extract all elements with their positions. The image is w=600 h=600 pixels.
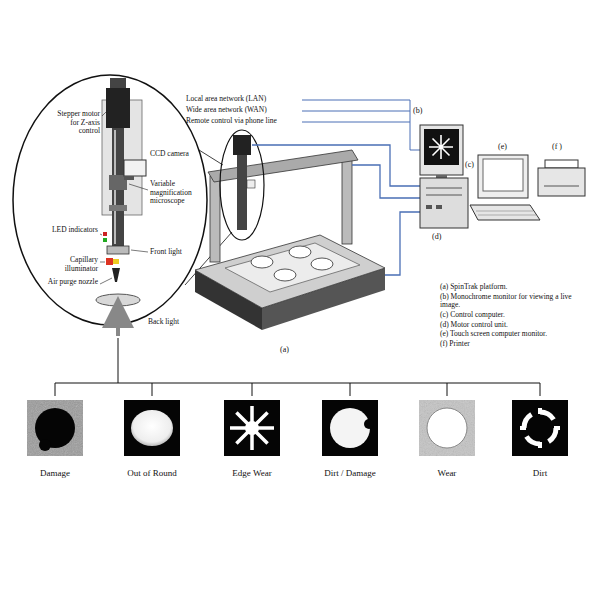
part-label: Capillary illuminator [40, 256, 98, 273]
key-item: (d) Motor control unit. [440, 321, 590, 330]
part-label: CCD camera [150, 150, 196, 159]
control-cables [252, 145, 420, 275]
callout-letter: (b) [413, 106, 429, 115]
part-label: Front light [150, 248, 196, 257]
defect-panel: Dirt / Damage [315, 398, 385, 480]
network-label: Remote control via phone line [186, 117, 304, 126]
defect-panel: Out of Round [117, 398, 187, 480]
key-item: (c) Control computer. [440, 311, 590, 320]
defect-panel: Wear [412, 398, 482, 480]
part-label: Back light [148, 318, 194, 327]
defect-caption: Wear [438, 468, 457, 478]
callout-letter: (e) [498, 142, 514, 151]
defect-panel: Edge Wear [217, 398, 287, 480]
callout-letter: (c) [465, 160, 479, 169]
defect-panel: Dirt [505, 398, 575, 480]
key-item: (a) SpinTrak platform. [440, 283, 590, 292]
part-label: Air purge nozzle [40, 278, 98, 287]
key-item: (f) Printer [440, 340, 590, 349]
defect-images [27, 400, 568, 456]
callout-letter: (a) [280, 345, 296, 354]
key-item: (e) Touch screen computer monitor. [440, 330, 590, 339]
defect-caption: Out of Round [127, 468, 177, 478]
platform-drawing [195, 130, 385, 330]
defect-caption: Dirt / Damage [324, 468, 375, 478]
defect-caption: Edge Wear [232, 468, 271, 478]
part-label: Variable magnification microscope [150, 180, 202, 206]
defect-panel: Damage [20, 398, 90, 480]
computer-set [420, 125, 585, 228]
network-label: Local area network (LAN) [186, 95, 304, 104]
defect-caption: Dirt [533, 468, 548, 478]
callout-letter: (d) [432, 232, 448, 241]
part-label: Stepper motor for Z-axis control [52, 110, 100, 136]
defect-caption: Damage [40, 468, 70, 478]
network-lines [302, 100, 420, 150]
key-item: (b) Monochrome monitor for viewing a liv… [440, 293, 590, 310]
callout-circle [13, 75, 207, 336]
part-label: LED indicators [50, 226, 98, 235]
callout-letter: (f ) [552, 142, 570, 151]
network-label: Wide area network (WAN) [186, 106, 304, 115]
